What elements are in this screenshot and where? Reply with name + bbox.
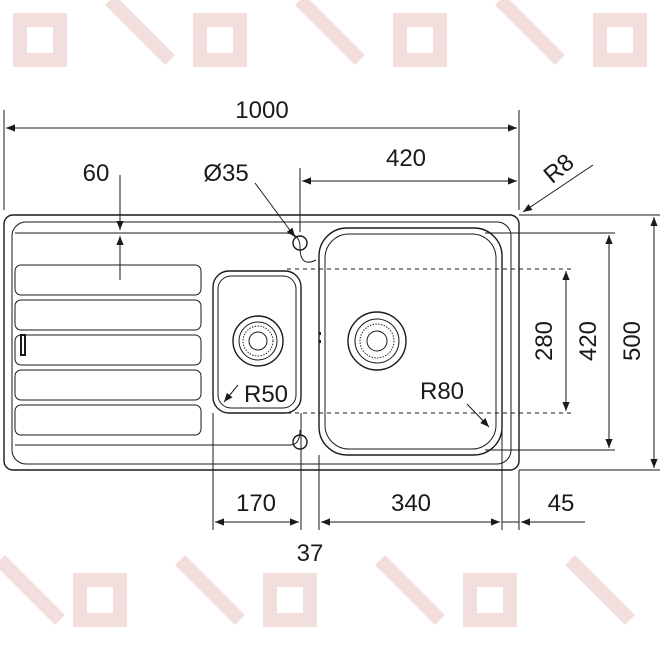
label-tap-diameter: Ø35 bbox=[203, 160, 248, 187]
main-bowl-drain bbox=[347, 311, 407, 371]
label-overall-width: 1000 bbox=[235, 97, 288, 124]
drainer-ribs bbox=[14, 264, 202, 436]
label-small-bowl-radius: R50 bbox=[244, 381, 288, 408]
drainer-bottom bbox=[15, 429, 301, 446]
label-main-bowl-width: 420 bbox=[386, 145, 426, 172]
label-tap-offset: 60 bbox=[83, 160, 110, 187]
dim-outer-radius-leader bbox=[522, 164, 594, 213]
main-bowl bbox=[318, 227, 503, 456]
label-bowl-depth-total: 420 bbox=[575, 321, 602, 361]
watermark-pattern bbox=[0, 0, 647, 627]
overflow-slots bbox=[319, 332, 321, 343]
dim-main-bowl-width bbox=[299, 168, 517, 232]
label-outer-radius: R8 bbox=[539, 149, 580, 189]
tap-holes bbox=[292, 235, 308, 450]
dim-overall-width bbox=[3, 110, 520, 210]
dim-main-bowl-radius-leader bbox=[466, 403, 490, 428]
ledge-line bbox=[15, 232, 317, 263]
small-bowl bbox=[212, 270, 302, 414]
label-gap-between-bowls: 37 bbox=[297, 540, 324, 567]
hidden-lines bbox=[287, 268, 575, 414]
sink-outline bbox=[3, 214, 520, 471]
label-small-bowl-width: 170 bbox=[236, 490, 276, 517]
brand-logo-mark bbox=[20, 334, 26, 356]
label-overall-depth: 500 bbox=[619, 321, 646, 361]
bottom-extension-lines bbox=[212, 413, 520, 530]
label-main-bowl-depth: 280 bbox=[531, 321, 558, 361]
small-bowl-drain bbox=[232, 315, 284, 367]
dim-small-bowl-radius-leader bbox=[223, 384, 239, 403]
dim-tap-diameter-leader bbox=[254, 182, 296, 238]
label-main-bowl-radius: R80 bbox=[420, 378, 464, 405]
label-right-margin: 45 bbox=[548, 490, 575, 517]
right-extension-lines bbox=[485, 214, 660, 471]
label-main-bowl-inner-width: 340 bbox=[391, 490, 431, 517]
